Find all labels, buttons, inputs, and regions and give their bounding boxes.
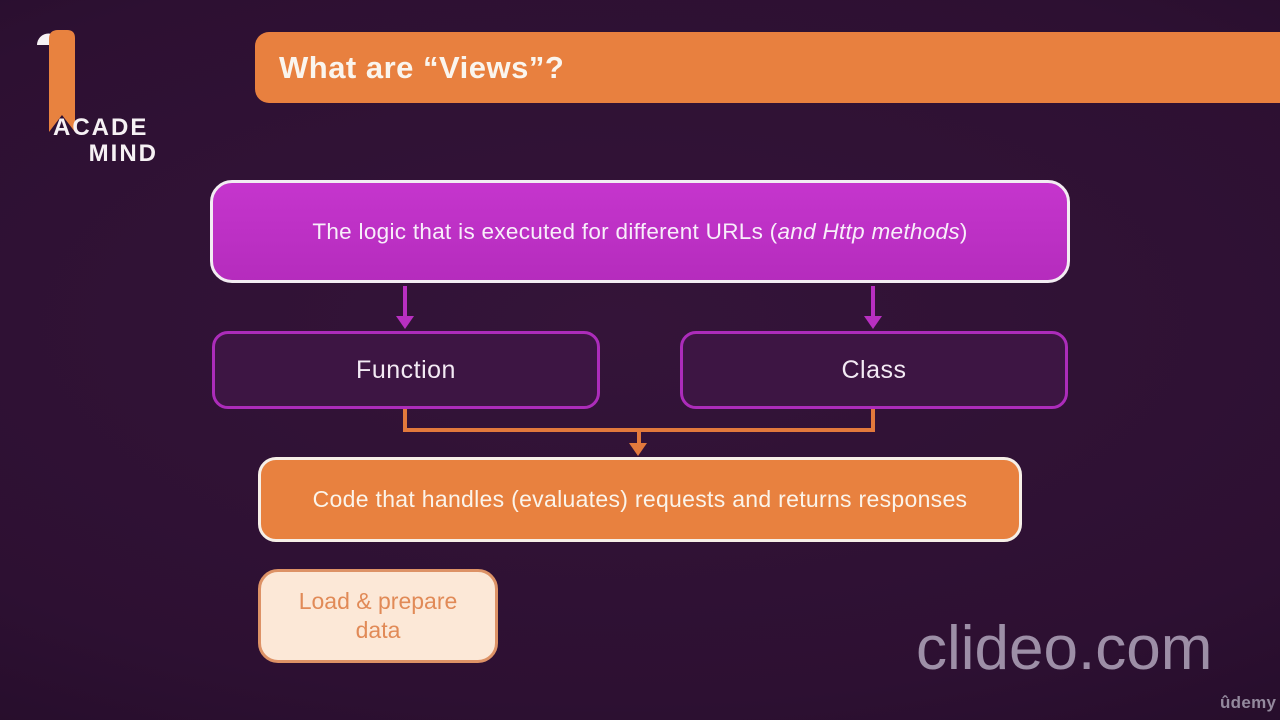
connector-from-function	[403, 409, 407, 431]
load-prepare-line1: Load & prepare	[298, 588, 458, 615]
arrow-shaft-to-function	[403, 286, 407, 318]
connector-merge-shaft	[637, 431, 641, 444]
views-definition-text: The logic that is executed for different…	[312, 218, 968, 244]
udemy-logo: ûdemy	[1220, 693, 1277, 712]
academind-logo: ACADE MIND	[36, 24, 206, 169]
slide-title: What are “Views”?	[279, 49, 565, 85]
clideo-watermark: clideo.com	[916, 614, 1213, 683]
connector-from-class	[871, 409, 875, 431]
function-label: Function	[356, 355, 456, 384]
arrow-down-icon	[629, 443, 647, 456]
arrow-down-icon	[396, 316, 414, 329]
load-prepare-line2: data	[355, 617, 401, 643]
academind-ribbon-icon	[37, 30, 75, 132]
function-box: Function	[212, 331, 600, 409]
arrow-shaft-to-class	[871, 286, 875, 318]
connector-merge-bar	[403, 428, 875, 432]
code-handles-requests-box: Code that handles (evaluates) requests a…	[258, 457, 1022, 542]
logo-text-acade: ACADE	[53, 114, 149, 141]
class-label: Class	[841, 355, 907, 384]
slide-title-bar: What are “Views”?	[255, 32, 1280, 103]
logo-text-mind: MIND	[88, 140, 158, 167]
load-prepare-data-box: Load & prepare data	[258, 569, 498, 663]
http-methods-italic: and Http methods	[777, 218, 960, 244]
views-definition-box: The logic that is executed for different…	[210, 180, 1070, 283]
code-handles-requests-label: Code that handles (evaluates) requests a…	[312, 486, 968, 512]
arrow-down-icon	[864, 316, 882, 329]
class-box: Class	[680, 331, 1068, 409]
